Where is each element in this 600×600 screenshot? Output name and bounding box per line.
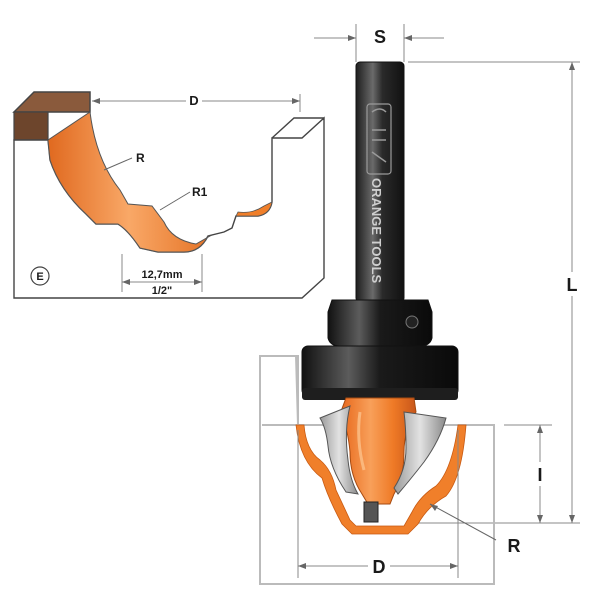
d-arrow-right [450, 563, 458, 569]
i-label: I [537, 465, 542, 485]
r-leader [429, 503, 497, 541]
profile-r-leader [103, 157, 133, 171]
bit-cut-profile [295, 424, 467, 535]
r-leader-arrow [430, 504, 438, 511]
d-label: D [373, 557, 386, 577]
profile-r1-leader [159, 191, 191, 211]
bit-workpiece-box [259, 355, 495, 585]
set-screw-icon [405, 315, 419, 329]
l-label-bg [563, 272, 581, 296]
profile-r1-label: R1 [192, 185, 208, 199]
s-arrow-right [404, 35, 412, 41]
d-arrow-left [298, 563, 306, 569]
profile-d-label: D [189, 93, 198, 108]
cmt-logo-icon [366, 103, 392, 175]
bit-diagram: S L I D R ORANGE TOOLS [259, 24, 581, 585]
bearing-lower-ring [302, 388, 458, 400]
profile-cut-fill [47, 111, 212, 253]
profile-e-badge [30, 266, 50, 286]
s-arrow-left [348, 35, 356, 41]
profile-diagram: D R R1 12,7mm 1/2" E [12, 91, 325, 299]
i-label-bg [531, 462, 549, 486]
wood-block-outline [12, 91, 91, 113]
cutter-bottom-pin [363, 501, 379, 523]
cutter-body-highlight [357, 411, 366, 471]
carbide-tip-right [393, 411, 447, 495]
profile-r-label: R [136, 151, 145, 165]
s-label: S [374, 27, 386, 47]
i-arrow-bottom [537, 515, 543, 523]
profile-d-arrow-right [292, 98, 300, 104]
workpiece-top-edge [271, 117, 324, 139]
d-label-bg [368, 555, 390, 577]
wood-block-side [13, 111, 49, 141]
l-label: L [567, 275, 578, 295]
i-arrow-top [537, 425, 543, 433]
profile-bottom-arrow-left [122, 279, 130, 285]
profile-right-fill [235, 201, 273, 217]
r-label: R [508, 536, 521, 556]
l-arrow-bottom [569, 515, 575, 523]
l-arrow-top [569, 62, 575, 70]
profile-metric-label: 12,7mm [142, 269, 183, 281]
profile-imperial-label: 1/2" [152, 285, 173, 297]
bit-workpiece-outline [260, 355, 299, 426]
carbide-tip-left [319, 405, 359, 495]
profile-d-label-bg [186, 92, 202, 108]
profile-d-arrow-left [92, 98, 100, 104]
shank-brand-text: ORANGE TOOLS [369, 178, 384, 284]
profile-e-label: E [36, 271, 43, 283]
profile-bottom-arrow-right [194, 279, 202, 285]
